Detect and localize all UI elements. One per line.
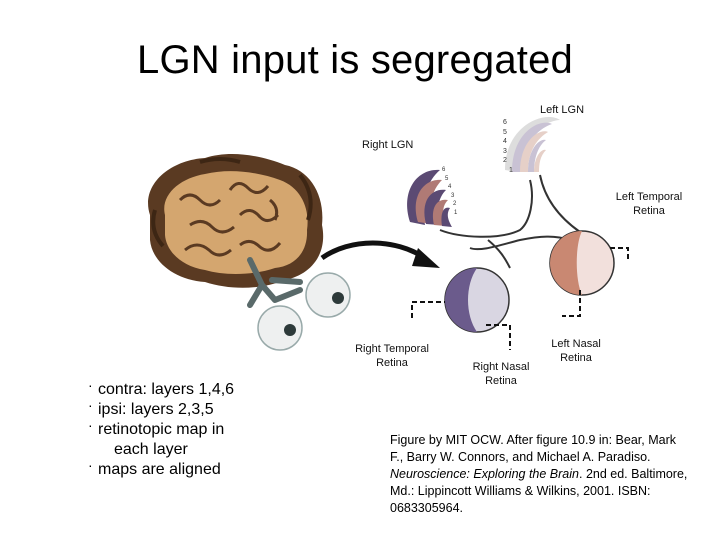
right-lgn-layer-numbers: 6 5 4 3 2 1 [442,166,457,217]
right-lgn-illustration [407,169,452,227]
figure-caption: Figure by MIT OCW. After figure 10.9 in:… [390,432,690,517]
caption-book-title: Neuroscience: Exploring the Brain [390,467,579,481]
optic-tracts [439,174,581,269]
layer-number: 6 [442,167,446,173]
dashed-leaders [411,247,629,350]
left-lgn-label: Left LGN [540,104,585,116]
layer-number: 2 [453,201,457,207]
layer-number: 1 [454,209,458,216]
eyeball-left [257,305,303,351]
brain-illustration [148,154,324,308]
bullet-list: contra: layers 1,4,6 ipsi: layers 2,3,5 … [88,375,234,480]
eyeball-right [305,272,351,318]
layer-number: 3 [451,192,455,199]
layer-number: 5 [503,128,507,136]
right-retina [444,267,510,333]
left-lgn-illustration [505,117,560,172]
caption-text: . 2nd ed. Baltimore, Md.: Lippincott Wil… [390,467,688,515]
left-retina [549,230,615,296]
bullet-item: contra: layers 1,4,6 [88,375,234,400]
layer-number: 4 [448,184,452,190]
bullet-item: retinotopic map in [88,415,234,440]
layer-number: 6 [503,119,507,126]
slide-title: LGN input is segregated [137,38,573,82]
layer-number: 3 [503,147,507,155]
right-lgn-label: Right LGN [362,139,414,151]
right-temporal-retina-label: Right Temporal Retina [355,343,429,369]
caption-text: Figure by MIT OCW. After figure 10.9 in:… [390,433,676,464]
layer-number: 2 [503,157,507,164]
layer-number: 5 [445,175,449,182]
curved-arrow-icon [320,240,440,268]
bullet-item: maps are aligned [88,455,234,480]
layer-number: 1 [509,166,513,174]
bullet-continuation: each layer [114,441,188,458]
right-nasal-retina-label: Right Nasal Retina [472,361,530,387]
bullet-item: ipsi: layers 2,3,5 [88,395,234,420]
left-nasal-retina-label: Left Nasal Retina [551,338,601,364]
layer-number: 4 [503,138,507,145]
left-lgn-layer-numbers: 6 5 4 3 2 1 [503,118,513,175]
left-temporal-retina-label: Left Temporal Retina [615,191,683,217]
